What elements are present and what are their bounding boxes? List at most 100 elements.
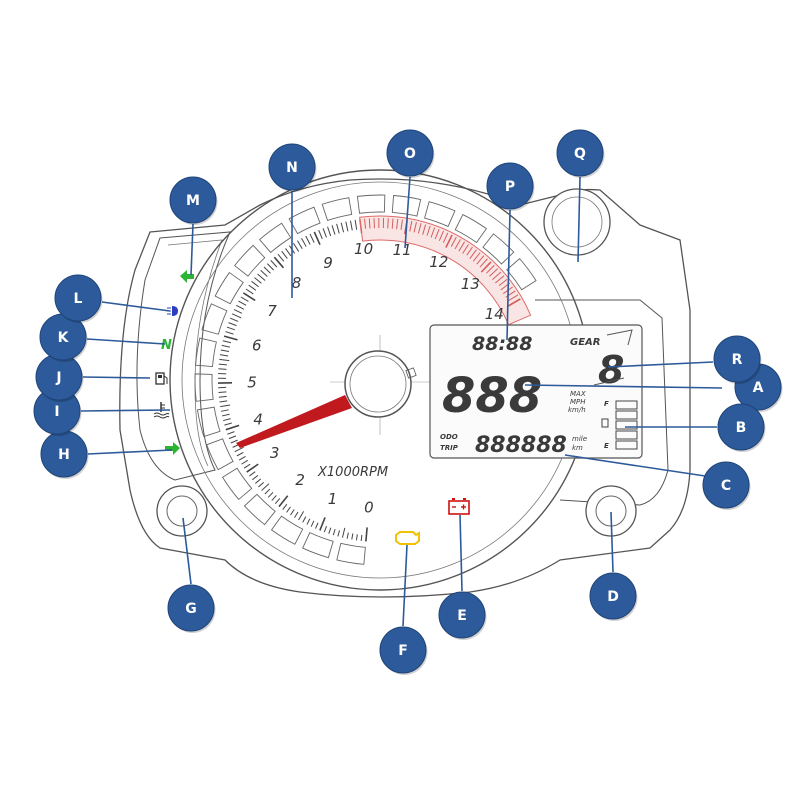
neutral-icon: N <box>161 338 172 353</box>
tach-tick <box>226 326 236 331</box>
callout-o: O <box>386 129 435 249</box>
tach-tick <box>282 503 288 510</box>
tach-segment-band <box>194 194 537 565</box>
tach-number: 5 <box>247 373 257 391</box>
tach-tick <box>234 446 244 453</box>
callout-n: N <box>268 143 317 298</box>
tach-tick <box>351 533 354 540</box>
tach-tick <box>434 228 440 240</box>
lcd-unit-mph: MPH <box>570 398 586 406</box>
tach-tick <box>472 252 481 262</box>
tach-tick <box>354 219 358 230</box>
callout-leader-line <box>80 409 171 412</box>
callout-letter: P <box>505 179 515 195</box>
callout-h: H <box>40 430 173 479</box>
tach-tick <box>286 506 291 513</box>
tach-tick <box>507 298 521 307</box>
callout-letter: D <box>607 589 619 605</box>
callout-leader-line <box>607 361 714 368</box>
callout-leader-line <box>564 454 706 477</box>
tach-tick <box>267 491 274 498</box>
fuel-full-label: F <box>604 400 609 408</box>
fuel-bar <box>615 440 638 450</box>
tach-tick <box>238 455 246 461</box>
tach-segment <box>206 438 234 471</box>
lcd-odo-unit-mile: mile <box>572 435 587 443</box>
lcd-unit-kmh: km/h <box>568 406 586 414</box>
lcd-odometer-digits: 888888 <box>475 433 567 458</box>
tach-tick <box>328 527 332 534</box>
tach-tick <box>294 511 299 518</box>
callout-bubble <box>169 176 217 224</box>
tach-tick <box>220 349 230 353</box>
tach-tick <box>225 424 240 431</box>
callout-letter: M <box>186 193 200 209</box>
fuel-bar <box>615 430 638 440</box>
tach-tick <box>225 331 234 335</box>
lcd-unit-max: MAX <box>570 390 586 398</box>
callout-bubble <box>386 129 434 177</box>
callout-q: Q <box>556 129 605 263</box>
fuel-bar <box>615 410 638 420</box>
tach-tick <box>479 258 488 268</box>
tach-tick <box>430 227 436 238</box>
tach-segment <box>243 493 276 526</box>
tach-tick <box>218 368 227 370</box>
tach-tick <box>260 270 268 277</box>
tach-tick <box>219 358 230 362</box>
tach-tick <box>365 527 368 542</box>
tach-tick <box>233 309 243 314</box>
tach-segment <box>302 532 334 559</box>
tach-number: 7 <box>267 302 277 320</box>
tach-tick <box>298 511 305 521</box>
callout-bubble <box>167 584 215 632</box>
tach-tick <box>400 219 403 230</box>
callout-letter: C <box>721 478 731 494</box>
tach-tick <box>236 304 245 310</box>
tach-tick <box>220 409 229 412</box>
callout-bubble <box>556 129 604 177</box>
tach-tick <box>251 280 259 288</box>
callout-d: D <box>589 511 638 621</box>
left-reset-button-outer <box>156 485 208 537</box>
tach-tick <box>387 218 389 229</box>
tach-number: 10 <box>354 240 373 258</box>
tach-tick <box>228 322 237 327</box>
lcd-gear-digit: 8 <box>598 348 624 392</box>
tach-tick <box>218 395 227 398</box>
tach-tick <box>292 242 300 252</box>
tach-tick <box>285 248 292 257</box>
tach-segment <box>321 197 353 221</box>
tach-tick <box>254 478 262 484</box>
callout-bubble <box>717 403 765 451</box>
tach-tick <box>281 250 288 259</box>
fuel-empty-label: E <box>604 442 609 450</box>
tach-tick <box>218 363 227 366</box>
tach-number: 6 <box>252 336 262 354</box>
tach-tick <box>221 413 230 417</box>
oil-warning-icon <box>395 531 420 545</box>
tach-tick <box>331 225 336 235</box>
battery-warning-icon <box>448 498 470 515</box>
callout-leader-line <box>87 449 173 455</box>
tach-tick <box>228 435 237 440</box>
callout-bubble <box>589 572 637 620</box>
tach-tick <box>248 284 257 291</box>
callout-letter: K <box>58 330 70 346</box>
callout-letter: I <box>54 404 59 420</box>
tach-tick <box>245 288 254 295</box>
tach-number: 8 <box>292 274 302 292</box>
tach-segment <box>391 195 422 217</box>
left-reset-button-inner <box>166 495 198 527</box>
gear-segment-bottom <box>593 377 625 386</box>
tach-tick <box>243 463 251 469</box>
lcd-clock: 88:88 <box>472 333 532 355</box>
tach-number: 11 <box>393 241 412 259</box>
tach-tick <box>462 244 469 254</box>
tach-segment <box>356 194 386 214</box>
callout-c: C <box>564 454 751 510</box>
tach-tick <box>271 495 277 501</box>
callout-letter: F <box>398 643 408 659</box>
